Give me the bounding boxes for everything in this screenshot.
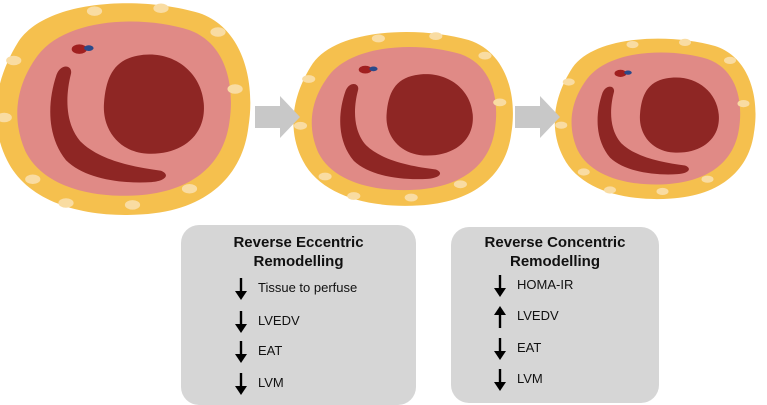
- fat-spot: [429, 32, 443, 41]
- item-label: Tissue to perfuse: [258, 280, 358, 295]
- panel-title-line1: Reverse Concentric: [484, 234, 626, 251]
- fat-spot: [737, 100, 750, 108]
- fat-spot: [555, 121, 568, 129]
- panel-title: Reverse Concentric Remodelling: [451, 233, 659, 271]
- fat-spot: [153, 3, 169, 13]
- fat-spot: [0, 112, 12, 123]
- fat-spot: [478, 51, 492, 60]
- fat-spot: [724, 56, 736, 64]
- arrow-down-icon: [235, 341, 247, 363]
- item-label: LVM: [517, 371, 543, 386]
- panel-title: Reverse Eccentric Remodelling: [181, 233, 416, 271]
- item-label: EAT: [258, 343, 283, 358]
- item-label: LVM: [258, 375, 284, 390]
- fat-spot: [227, 84, 243, 94]
- panel-title-line1: Reverse Eccentric: [233, 234, 364, 251]
- arrow-up-icon: [494, 306, 506, 328]
- fat-spot: [293, 121, 308, 130]
- panel-title-line2: Remodelling: [509, 253, 600, 270]
- heart-baseline: [0, 3, 251, 215]
- fat-spot: [371, 34, 385, 43]
- fat-spot: [604, 186, 616, 194]
- arrow-down-icon: [235, 311, 247, 333]
- fat-spot: [562, 78, 575, 86]
- fat-spot: [6, 55, 22, 66]
- arrow-down-icon: [235, 278, 247, 300]
- fat-spot: [86, 6, 103, 16]
- panel-reverse-concentric: Reverse Concentric Remodelling HOMA-IR L…: [451, 227, 659, 403]
- item-label: LVEDV: [258, 313, 300, 328]
- arrow-down-icon: [494, 275, 506, 297]
- fat-spot: [679, 38, 691, 47]
- item-label: HOMA-IR: [517, 277, 574, 292]
- fat-spot: [701, 175, 714, 183]
- item-label: EAT: [517, 340, 542, 355]
- fat-spot: [318, 172, 332, 181]
- panel-title-line2: Remodelling: [253, 253, 344, 270]
- heart-cross-sections: [0, 3, 756, 215]
- fat-spot: [302, 75, 316, 83]
- heart-concentric-remodelled: [554, 38, 756, 200]
- fat-spot: [656, 187, 669, 196]
- fat-spot: [626, 40, 639, 49]
- fat-spot: [453, 180, 467, 189]
- fat-spot: [577, 168, 590, 176]
- heart-eccentric-remodelled: [293, 31, 513, 206]
- fat-spot: [124, 200, 141, 210]
- fat-spot: [210, 27, 226, 37]
- arrow-down-icon: [494, 338, 506, 360]
- flow-arrow-1: [255, 96, 300, 138]
- fat-spot: [25, 174, 41, 184]
- fat-spot: [181, 184, 198, 194]
- item-label: LVEDV: [517, 308, 559, 323]
- fat-spot: [493, 98, 507, 107]
- fat-spot: [347, 192, 361, 200]
- arrow-down-icon: [235, 373, 247, 395]
- fat-spot: [58, 198, 74, 208]
- fat-spot: [404, 193, 418, 202]
- arrow-down-icon: [494, 369, 506, 391]
- panel-reverse-eccentric: Reverse Eccentric Remodelling Tissue to …: [181, 225, 416, 405]
- flow-arrow-2: [515, 96, 560, 138]
